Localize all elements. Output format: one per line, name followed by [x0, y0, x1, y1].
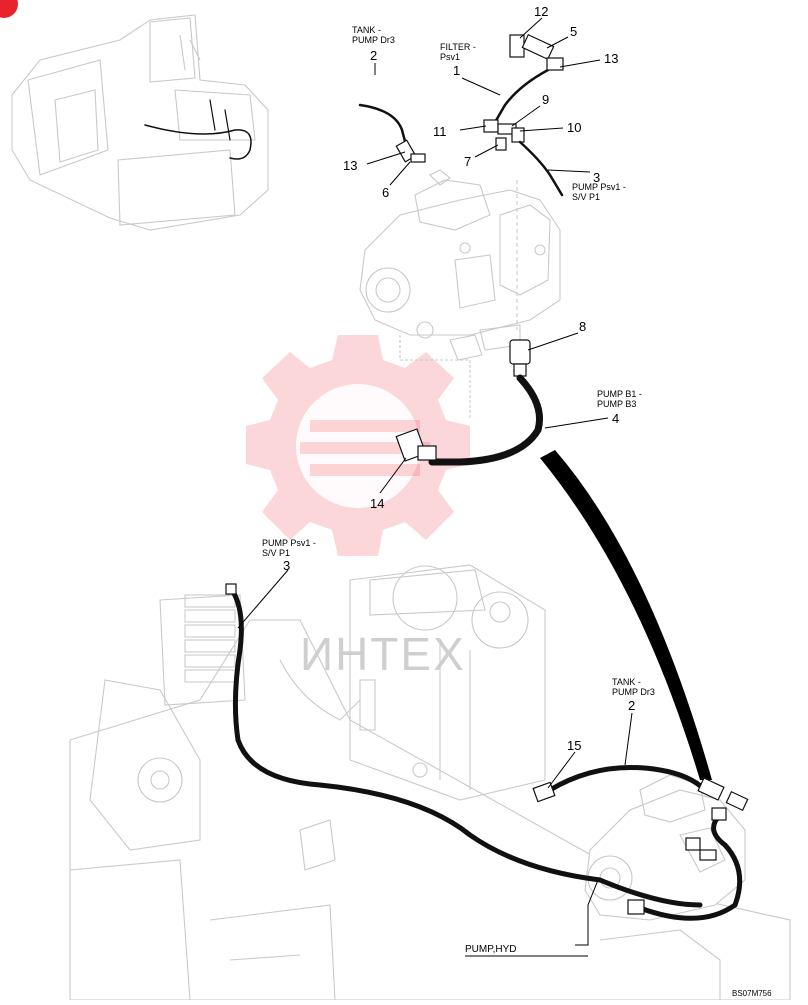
- callout-2-top: 2: [370, 48, 377, 63]
- label-line: Psv1: [440, 52, 460, 62]
- callout-10: 10: [567, 120, 581, 135]
- callout-3-top: 3: [593, 170, 600, 185]
- control-valve-stack-illustration: [184, 594, 236, 683]
- leader-lines: [237, 17, 633, 957]
- bottom-hoses: [225, 583, 749, 921]
- callout-13-left: 13: [343, 158, 357, 173]
- label-pump-psv1-sv-p1-top: PUMP Psv1 -S/V P1: [572, 182, 626, 202]
- hose-1: [492, 68, 550, 126]
- hose-2-top: [358, 103, 408, 147]
- watermark-gear-icon: [246, 335, 470, 556]
- label-line: PUMP B3: [597, 399, 636, 409]
- excavator-inset-illustration: [11, 14, 269, 231]
- label-line: S/V P1: [572, 192, 600, 202]
- label-filter-psv1: FILTER -Psv1: [440, 42, 476, 62]
- label-tank-pump-dr3-top: TANK -PUMP Dr3: [352, 25, 395, 45]
- top-pump-illustration: [359, 169, 561, 420]
- callout-5: 5: [570, 24, 577, 39]
- pointer-wedge: [540, 450, 712, 780]
- callout-8: 8: [579, 319, 586, 334]
- hose-3-top: [518, 140, 564, 197]
- callout-4: 4: [612, 411, 619, 426]
- label-pump-psv1-sv-p1-bottom: PUMP Psv1 -S/V P1: [262, 538, 316, 558]
- callout-14: 14: [370, 496, 384, 511]
- label-line: PUMP Dr3: [612, 687, 655, 697]
- callout-15: 15: [567, 738, 581, 753]
- label-tank-pump-dr3-bottom: TANK -PUMP Dr3: [612, 677, 655, 697]
- callout-13-right: 13: [604, 51, 618, 66]
- callout-7: 7: [464, 154, 471, 169]
- watermark-text: ИНТЕХ: [300, 628, 466, 680]
- callout-9: 9: [542, 92, 549, 107]
- bottom-pump-illustration: [584, 774, 746, 921]
- label-line: PUMP Dr3: [352, 35, 395, 45]
- callout-2-bottom: 2: [628, 698, 635, 713]
- callout-12: 12: [534, 4, 548, 19]
- corner-badge-icon: [0, 0, 18, 18]
- label-line: S/V P1: [262, 548, 290, 558]
- callout-11: 11: [433, 124, 447, 139]
- callout-numbers: 2 1 12 5 13 9 11 10 7 3 13 6 8 4 14 3 2 …: [283, 4, 635, 753]
- drawing-code: BS07M756: [732, 989, 772, 998]
- text-labels: TANK -PUMP Dr3 FILTER -Psv1 PUMP Psv1 -S…: [262, 25, 772, 998]
- callout-6: 6: [382, 185, 389, 200]
- callout-3-bottom: 3: [283, 558, 290, 573]
- label-pump-b1-pump-b3: PUMP B1 -PUMP B3: [597, 389, 642, 409]
- label-pump-hyd: PUMP,HYD: [465, 944, 517, 955]
- top-hoses: [358, 33, 564, 466]
- callout-1: 1: [453, 63, 460, 78]
